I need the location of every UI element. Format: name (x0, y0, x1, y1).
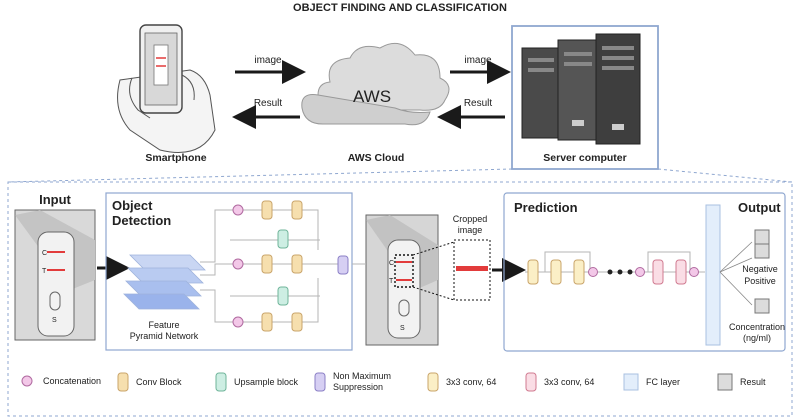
negative-label: Negative (742, 264, 778, 274)
cropped-label-2: image (458, 225, 483, 235)
cropped-red-line (456, 266, 488, 271)
legend: Concatenation Conv Block Upsample block … (21, 371, 766, 392)
positive-label: Positive (744, 276, 776, 286)
aws-cloud-icon: AWS (301, 42, 450, 126)
object-detection-box (105, 192, 353, 351)
fc-layer (705, 204, 721, 346)
smartphone-icon (117, 24, 216, 153)
nms-block (337, 255, 349, 275)
concat-node (232, 204, 244, 216)
concat-node (232, 258, 244, 270)
input-strip-t: T (42, 268, 47, 275)
smartphone-label: Smartphone (145, 152, 206, 164)
conv-block (261, 312, 273, 332)
cropped-label-1: Cropped (453, 214, 488, 224)
legend-conv-block-icon (117, 372, 129, 392)
detection-connections (200, 209, 340, 323)
legend-conv3x3-yellow-icon (427, 372, 439, 392)
detected-strip-t: T (389, 278, 394, 285)
result-arrow-label-left: Result (254, 98, 283, 109)
zoom-line-right (657, 168, 793, 183)
server-label: Server computer (543, 152, 626, 164)
diagram-title: OBJECT FINDING AND CLASSIFICATION (293, 2, 507, 14)
image-arrow-label-right: image (464, 55, 492, 66)
ellipsis-dot (627, 269, 633, 275)
object-detection-label-2: Detection (112, 213, 171, 228)
legend-result-label: Result (740, 377, 766, 387)
conv-block (291, 312, 303, 332)
input-label: Input (39, 192, 71, 207)
output-label: Output (738, 200, 781, 215)
concat-node (588, 267, 598, 277)
input-strip-c: C (42, 250, 47, 257)
prediction-box (503, 192, 786, 352)
legend-fc-layer-icon (623, 373, 639, 391)
result-box-positive (754, 243, 770, 259)
conv3x3-pink-block (652, 259, 664, 285)
legend-conv3x3-yellow-label: 3x3 conv, 64 (446, 377, 496, 387)
image-arrow-label-left: image (254, 55, 282, 66)
input-strip-s: S (52, 317, 57, 324)
ellipsis-dot (607, 269, 613, 275)
conv-block (261, 254, 273, 274)
concat-node (635, 267, 645, 277)
conv3x3-pink-block (675, 259, 687, 285)
legend-fc-layer-label: FC layer (646, 377, 680, 387)
cloud-label: AWS Cloud (348, 152, 405, 164)
upsample-block (277, 229, 289, 249)
fc-output-lines (719, 241, 753, 306)
ellipsis-dot (617, 269, 623, 275)
result-box-concentration (754, 298, 770, 314)
crop-zoom-line-top (412, 241, 455, 256)
conv3x3-yellow-block (550, 259, 562, 285)
concentration-label-2: (ng/ml) (743, 333, 771, 343)
legend-upsample-label: Upsample block (234, 377, 299, 387)
detected-strip-image: C T S (365, 214, 439, 346)
result-box-negative (754, 229, 770, 245)
fpn-label-1: Feature (148, 320, 179, 330)
detail-panel (7, 181, 793, 417)
legend-conv-block-label: Conv Block (136, 377, 182, 387)
prediction-label: Prediction (514, 200, 578, 215)
feature-pyramid-planes (123, 254, 206, 310)
concentration-label-1: Concentration (729, 322, 785, 332)
legend-conv3x3-pink-icon (525, 372, 537, 392)
legend-nms-label-1: Non Maximum (333, 371, 391, 381)
legend-upsample-icon (215, 372, 227, 392)
server-icon (521, 33, 641, 145)
conv3x3-yellow-block (527, 259, 539, 285)
concat-node (232, 316, 244, 328)
detected-strip-c: C (389, 260, 394, 267)
fpn-label-2: Pyramid Network (130, 331, 199, 341)
conv3x3-yellow-block (573, 259, 585, 285)
result-arrow-label-right: Result (464, 98, 493, 109)
legend-nms-label-2: Suppression (333, 382, 383, 392)
server-frame (511, 25, 659, 170)
conv-block (291, 254, 303, 274)
legend-concatenation-label: Concatenation (43, 376, 101, 386)
legend-result-icon (717, 373, 733, 391)
concat-node (689, 267, 699, 277)
zoom-line-left (7, 168, 513, 183)
conv-block (261, 200, 273, 220)
input-strip-image: C T S (14, 209, 96, 341)
legend-nms-icon (314, 372, 326, 392)
legend-concatenation-icon (21, 375, 33, 387)
legend-conv3x3-pink-label: 3x3 conv, 64 (544, 377, 594, 387)
object-detection-label-1: Object (112, 198, 153, 213)
cloud-text: AWS (353, 87, 391, 106)
upsample-block (277, 286, 289, 306)
conv-block (291, 200, 303, 220)
crop-zoom-line-bottom (412, 286, 455, 301)
detected-strip-s: S (400, 325, 405, 332)
